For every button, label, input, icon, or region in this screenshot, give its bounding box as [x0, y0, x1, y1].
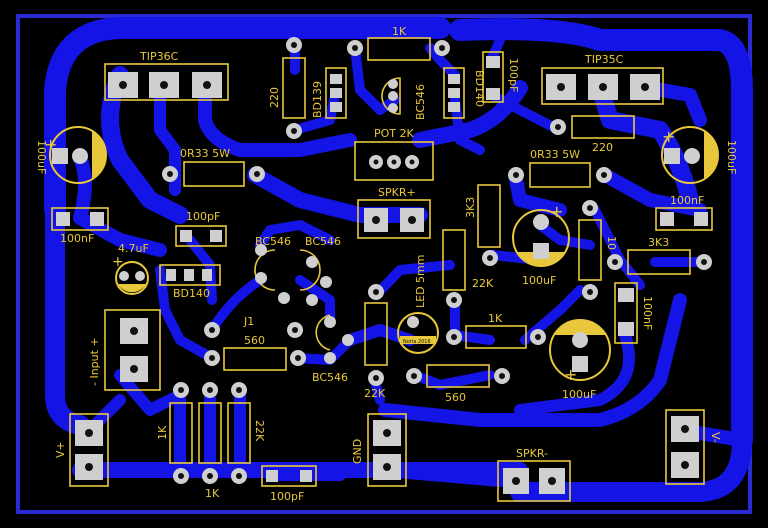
label-100pf-mid: 100pF [186, 210, 220, 223]
label-vplus: V+ [54, 441, 67, 458]
label-bd140-mid: BD140 [173, 287, 210, 300]
transistor-tip35c: TIP35C [541, 53, 664, 105]
label-input: - Input + [88, 337, 101, 386]
potentiometer-2k: POT 2K [354, 127, 434, 181]
capacitor-100uf-left: + 100uF [35, 126, 107, 184]
label-led-inner: Noria 2016 [403, 339, 431, 345]
resistor-22k-a: 22K [442, 229, 494, 308]
resistor-560-a: 560 [204, 334, 306, 371]
resistor-220-a: 220 [268, 37, 306, 139]
connector-gnd: GND [351, 413, 407, 487]
resistor-0r33-right: 0R33 5W [508, 148, 612, 188]
transistor-bd140-mid: BD140 [159, 264, 221, 300]
connector-vplus: V+ [54, 413, 109, 487]
resistor-1k-vertical: 1K [156, 382, 193, 484]
resistor-3k3-a: 3K3 [464, 184, 501, 266]
resistor-22k-b: 22K [364, 284, 388, 400]
label-0r33-right: 0R33 5W [530, 148, 580, 161]
label-vminus: V- [709, 432, 722, 443]
label-220-a: 220 [268, 87, 281, 108]
transistor-bd140-top: BD140 [443, 67, 486, 119]
label-spkr-plus: SPKR+ [378, 186, 416, 199]
resistor-1k-top: 1K [347, 25, 450, 61]
label-bc546-a: BC546 [255, 235, 291, 248]
label-100uf-mid: 100uF [522, 274, 556, 287]
label-led: LED 5mm [414, 255, 427, 308]
transistor-tip36c: TIP36C [104, 50, 229, 101]
label-3k3-b: 3K3 [648, 236, 669, 249]
transistor-bc546-c: BC546 [312, 314, 354, 384]
capacitor-100pf-top: 100pF [482, 51, 520, 103]
label-bc546-b: BC546 [305, 235, 341, 248]
label-10: 10 [605, 236, 618, 250]
led-5mm: Noria 2016 LED 5mm [397, 255, 439, 354]
label-100uf-right: 100uF [725, 140, 738, 174]
label-1k-mid: 1K [488, 312, 503, 325]
capacitor-100nf-vertical: 100nF [614, 282, 654, 344]
label-100uf-bottom: 100uF [562, 388, 596, 401]
label-gnd: GND [351, 439, 364, 464]
resistor-mid-vertical [198, 382, 222, 484]
svg-text:+: + [564, 365, 577, 384]
resistor-0r33-left: 0R33 5W [162, 147, 265, 187]
transistor-bc546-top: BC546 [381, 77, 427, 120]
label-j1: J1 [243, 315, 254, 328]
label-0r33-left: 0R33 5W [180, 147, 230, 160]
capacitor-100uf-bottom: + 100uF [549, 319, 611, 401]
svg-text:+: + [44, 135, 57, 154]
label-100nf-v: 100nF [641, 296, 654, 330]
svg-text:+: + [550, 202, 563, 221]
resistor-560-b: 560 [406, 364, 510, 404]
label-22k-a: 22K [472, 277, 494, 290]
label-100nf-left: 100nF [60, 232, 94, 245]
label-1k-vertical: 1K [156, 425, 169, 440]
capacitor-100nf-right: 100nF [655, 194, 713, 231]
connector-spkr-minus: SPKR- [497, 447, 571, 502]
transistor-bd139: BD139 [311, 67, 347, 119]
transistor-bc546-a: BC546 [254, 235, 291, 304]
label-22k-vertical: 22K [253, 420, 266, 442]
label-4u7: 4.7uF [118, 242, 149, 255]
label-22k-b: 22K [364, 387, 386, 400]
label-560-b: 560 [445, 391, 466, 404]
connector-input: - Input + [88, 309, 161, 391]
label-100pf-top: 100pF [507, 58, 520, 92]
transistor-bc546-b: BC546 [299, 235, 341, 306]
label-3k3-a: 3K3 [464, 197, 477, 218]
label-tip35c: TIP35C [584, 53, 624, 66]
svg-text:+: + [662, 127, 675, 146]
jumper-j1: J1 [204, 315, 303, 338]
label-tip36c: TIP36C [139, 50, 179, 63]
capacitor-4u7: + 4.7uF [112, 242, 149, 295]
label-1k-top: 1K [392, 25, 407, 38]
capacitor-100pf-bottom: 100pF [261, 465, 317, 503]
label-bd139: BD139 [311, 81, 324, 118]
label-100nf-right: 100nF [670, 194, 704, 207]
label-560-a: 560 [244, 334, 265, 347]
resistor-3k3-b: 3K3 [607, 236, 712, 275]
capacitor-100uf-mid: + 100uF [512, 202, 570, 287]
label-bc546-c: BC546 [312, 371, 348, 384]
label-220-b: 220 [592, 141, 613, 154]
resistor-220-b: 220 [550, 115, 635, 154]
resistor-10: 10 [578, 200, 618, 300]
capacitor-100uf-right: + 100uF [661, 126, 738, 184]
connector-spkr-plus: SPKR+ [357, 186, 431, 239]
svg-text:+: + [112, 254, 124, 270]
label-pot: POT 2K [374, 127, 415, 140]
label-100uf-left: 100uF [35, 140, 48, 174]
resistor-1k-mid: 1K [446, 312, 546, 349]
label-spkr-minus: SPKR- [516, 447, 548, 460]
connector-vminus: V- [665, 409, 722, 485]
label-100pf-bottom: 100pF [270, 490, 304, 503]
label-1k-bottom: 1K [205, 487, 220, 500]
capacitor-100nf-left: 100nF [51, 207, 109, 245]
capacitor-100pf-mid: 100pF [175, 210, 227, 247]
resistor-22k-vertical: 22K [227, 382, 266, 484]
label-bc546-top: BC546 [414, 84, 427, 120]
